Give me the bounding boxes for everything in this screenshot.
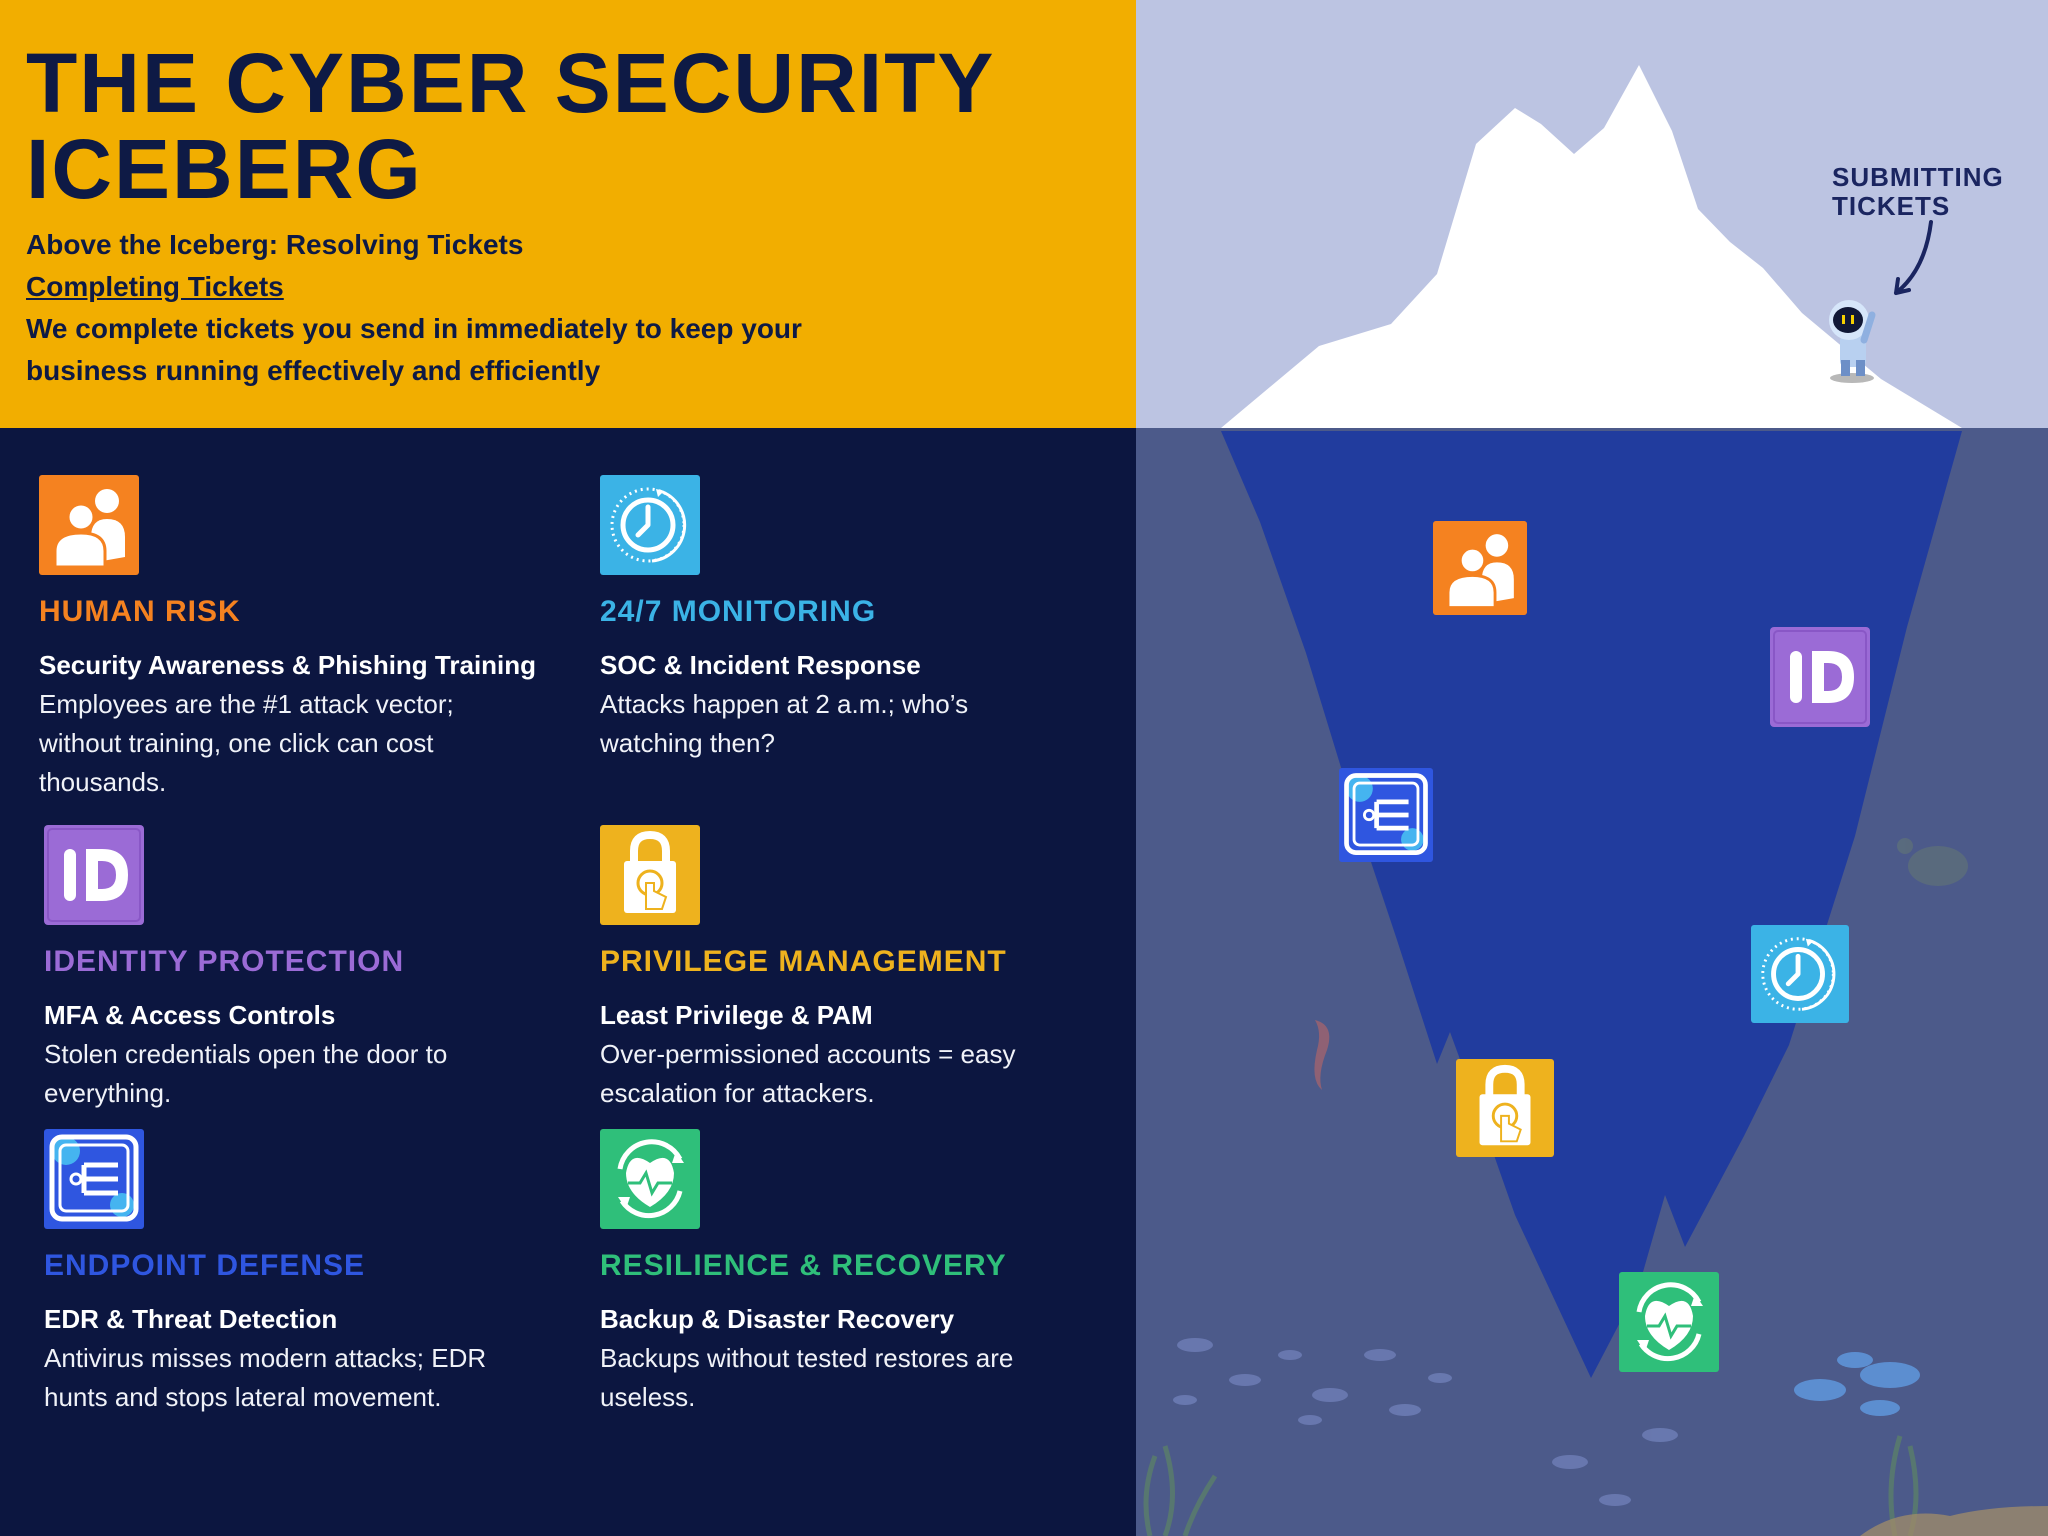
page-title: THE CYBER SECURITY ICEBERG	[26, 40, 995, 212]
card-endpoint-defense: ENDPOINT DEFENSE EDR & Threat Detection …	[44, 1129, 584, 1417]
card-subheading: Least Privilege & PAM	[600, 1000, 873, 1030]
card-subheading: EDR & Threat Detection	[44, 1304, 338, 1334]
services-panel	[0, 428, 1136, 1536]
card-subheading: Security Awareness & Phishing Training	[39, 650, 537, 680]
fish-school	[1173, 1338, 1678, 1506]
iceberg-id-icon	[1770, 627, 1870, 727]
card-heading: PRIVILEGE MANAGEMENT	[600, 945, 1007, 978]
card-heading: ENDPOINT DEFENSE	[44, 1249, 366, 1282]
sea-turtle-icon	[1897, 838, 1968, 886]
title-line-1: THE CYBER SECURITY	[26, 36, 996, 130]
iceberg-tip	[1221, 65, 1962, 428]
card-heading: RESILIENCE & RECOVERY	[600, 1249, 1007, 1282]
iceberg-lock-touch-icon	[1456, 1059, 1554, 1157]
card-privilege-management: PRIVILEGE MANAGEMENT Least Privilege & P…	[600, 825, 1140, 1113]
intro-subtitle: Above the Iceberg: Resolving Tickets	[26, 229, 524, 260]
intro-text: Above the Iceberg: Resolving Tickets Com…	[26, 224, 802, 392]
card-heading: HUMAN RISK	[39, 595, 241, 628]
card-subheading: MFA & Access Controls	[44, 1000, 336, 1030]
card-subheading: Backup & Disaster Recovery	[600, 1304, 955, 1334]
blue-fish	[1794, 1352, 1920, 1416]
card-resilience-recovery: RESILIENCE & RECOVERY Backup & Disaster …	[600, 1129, 1140, 1417]
intro-description-line-2: business running effectively and efficie…	[26, 355, 601, 386]
card-identity-protection: IDENTITY PROTECTION MFA & Access Control…	[44, 825, 584, 1113]
iceberg-recovery-icon	[1619, 1272, 1719, 1372]
iceberg-clock-icon	[1751, 925, 1849, 1023]
title-line-2: ICEBERG	[26, 122, 423, 216]
robot-mascot-icon	[1829, 300, 1876, 383]
card-heading: IDENTITY PROTECTION	[44, 945, 405, 978]
header-panel: THE CYBER SECURITY ICEBERG Above the Ice…	[0, 0, 1136, 428]
completing-tickets-link[interactable]: Completing Tickets	[26, 271, 284, 302]
iceberg-people-icon	[1433, 521, 1527, 615]
card-subheading: SOC & Incident Response	[600, 650, 921, 680]
card-human-risk: HUMAN RISK Security Awareness & Phishing…	[39, 475, 579, 802]
submitting-tickets-label: SUBMITTING TICKETS	[1832, 162, 2004, 221]
card-body: Employees are the #1 attack vector;witho…	[39, 689, 454, 797]
intro-description-line-1: We complete tickets you send in immediat…	[26, 313, 802, 344]
seahorse-icon	[1314, 1020, 1330, 1090]
iceberg-endpoint-icon	[1339, 768, 1433, 862]
card-monitoring: 24/7 MONITORING SOC & Incident Response …	[600, 475, 1140, 763]
callout-arrow-icon	[1894, 220, 1933, 295]
sand	[1860, 1506, 2048, 1536]
card-heading: 24/7 MONITORING	[600, 595, 877, 628]
